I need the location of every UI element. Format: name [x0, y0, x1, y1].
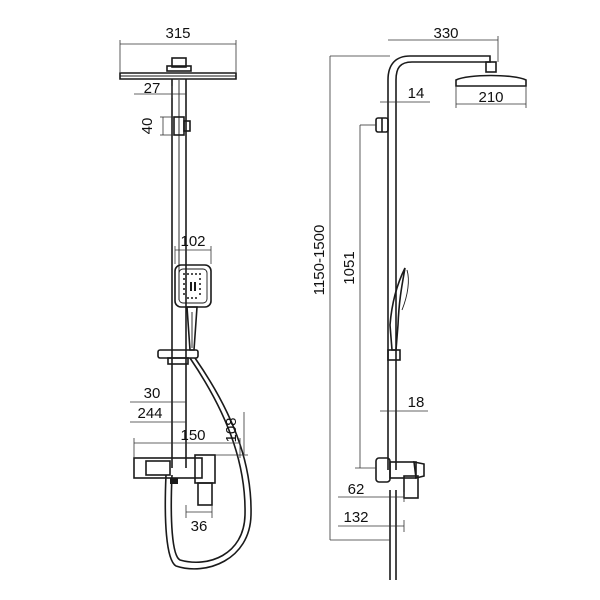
side-wall-holder — [375, 117, 389, 133]
front-hose — [164, 357, 252, 570]
dim-total-height: 1150-1500 — [311, 225, 328, 296]
dim-slider-offset: 18 — [408, 394, 425, 411]
front-hand-shower — [174, 264, 212, 351]
side-dimensions: 330 210 14 1150-1500 1051 18 62 132 — [311, 25, 527, 541]
front-shower-head — [119, 57, 237, 80]
front-wall-holder — [173, 116, 191, 136]
dim-head-thickness: 14 — [408, 85, 425, 102]
side-column-and-arm — [387, 55, 491, 580]
dim-mixer-width: 244 — [137, 405, 162, 422]
dim-holder-height: 40 — [139, 118, 156, 135]
dim-mixer-depth: 150 — [180, 427, 205, 444]
front-slider — [157, 349, 199, 365]
dim-wall-offset: 132 — [343, 509, 368, 526]
dim-head-offset: 27 — [144, 80, 161, 97]
front-view: 315 27 40 102 30 244 150 108 — [119, 25, 252, 570]
dim-arm-reach: 330 — [433, 25, 458, 42]
dim-outlet-offset: 62 — [348, 481, 365, 498]
hand-shower-nozzle-grid — [183, 273, 201, 299]
front-mixer — [133, 454, 216, 506]
side-mixer — [375, 457, 425, 499]
dim-head-width: 315 — [165, 25, 190, 42]
dim-rail-height: 1051 — [341, 251, 358, 284]
dim-head-diameter: 210 — [478, 89, 503, 106]
side-hand-shower — [387, 267, 409, 361]
side-view: 330 210 14 1150-1500 1051 18 62 132 — [311, 25, 527, 580]
dim-mixer-height: 108 — [223, 417, 240, 442]
dim-slider-gap: 30 — [144, 385, 161, 402]
dim-spout-width: 36 — [191, 518, 208, 535]
dim-hand-width: 102 — [180, 233, 205, 250]
side-shower-head — [455, 61, 527, 87]
front-dimensions: 315 27 40 102 30 244 150 108 — [119, 25, 248, 535]
